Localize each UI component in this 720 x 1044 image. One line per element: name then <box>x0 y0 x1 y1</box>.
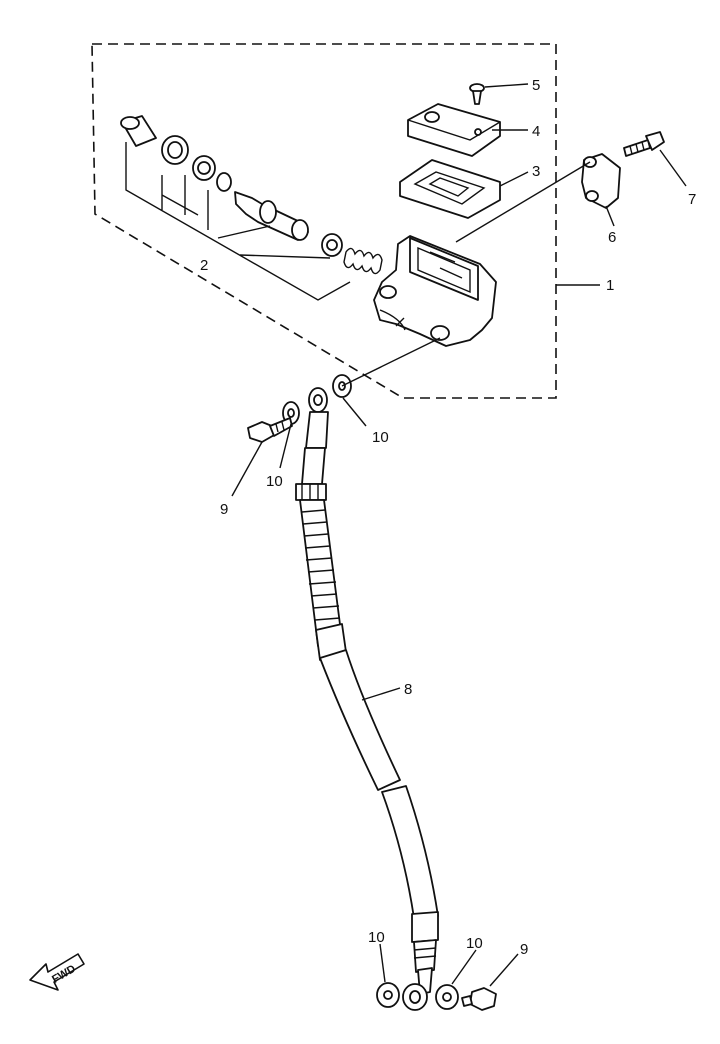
callout-9-lower: 9 <box>520 941 528 958</box>
holder-bolt <box>623 131 665 157</box>
forward-arrow-icon: FWD <box>29 953 85 991</box>
diaphragm <box>399 159 501 219</box>
callout-10-lower-left: 10 <box>368 929 385 946</box>
callout-2-bracket <box>125 142 351 301</box>
assembly-boundary <box>91 43 557 399</box>
piston-kit <box>120 115 383 275</box>
callout-4: 4 <box>532 123 540 140</box>
master-cylinder-holder <box>581 153 621 209</box>
callout-5: 5 <box>532 77 540 94</box>
callout-9-upper: 9 <box>220 501 228 518</box>
callout-3: 3 <box>532 163 540 180</box>
callout-10-upper-right: 10 <box>372 429 389 446</box>
cover-screw <box>469 83 485 105</box>
copper-washer-lower-left <box>376 982 400 1008</box>
master-cylinder-body <box>373 235 497 347</box>
callout-1: 1 <box>606 277 614 294</box>
union-bolt-lower <box>461 987 497 1011</box>
callout-6: 6 <box>608 229 616 246</box>
callout-8: 8 <box>404 681 412 698</box>
callout-10-lower-right: 10 <box>466 935 483 952</box>
brake-hose <box>295 387 439 1011</box>
copper-washer-lower-right <box>435 984 459 1010</box>
reservoir-cover <box>407 103 501 157</box>
leader-lines <box>231 83 687 987</box>
callout-2: 2 <box>200 257 208 274</box>
union-bolt-upper <box>247 417 293 443</box>
callout-10-upper-left: 10 <box>266 473 283 490</box>
callout-7: 7 <box>688 191 696 208</box>
forward-arrow-label: FWD <box>50 963 78 986</box>
